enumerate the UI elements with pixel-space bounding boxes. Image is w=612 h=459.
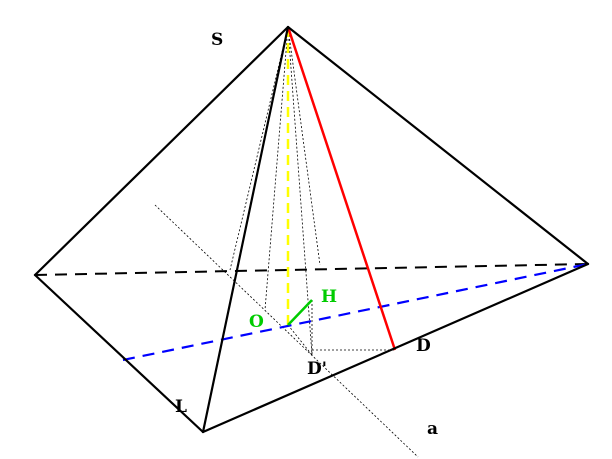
label-s: S bbox=[211, 30, 223, 50]
edge-s-right bbox=[286, 25, 590, 266]
base-edge-left bbox=[33, 273, 205, 434]
hidden-base-edge bbox=[34, 263, 589, 276]
label-d-prime: D' bbox=[307, 359, 327, 379]
edge-s-left bbox=[33, 25, 290, 277]
apothem-sd bbox=[286, 26, 397, 351]
label-l: L bbox=[175, 397, 187, 417]
aux-segment-o-d-prime bbox=[287, 324, 313, 356]
label-o: O bbox=[249, 312, 264, 332]
perpendicular-oh bbox=[287, 299, 313, 326]
auxiliary-dotted-lines bbox=[154, 26, 419, 458]
line-a bbox=[154, 204, 419, 458]
base-edge-front bbox=[201, 262, 590, 434]
aux-line-s-d-prime bbox=[287, 26, 313, 356]
label-d: D bbox=[416, 336, 431, 356]
plane-line bbox=[122, 262, 589, 362]
aux-line-s-1 bbox=[229, 26, 289, 271]
label-h: H bbox=[321, 287, 337, 307]
edge-s-bottom bbox=[201, 25, 290, 434]
label-a: a bbox=[427, 419, 438, 439]
aux-line-s-2 bbox=[264, 26, 289, 311]
visible-edges bbox=[33, 25, 590, 434]
aux-line-s-3 bbox=[287, 26, 321, 266]
